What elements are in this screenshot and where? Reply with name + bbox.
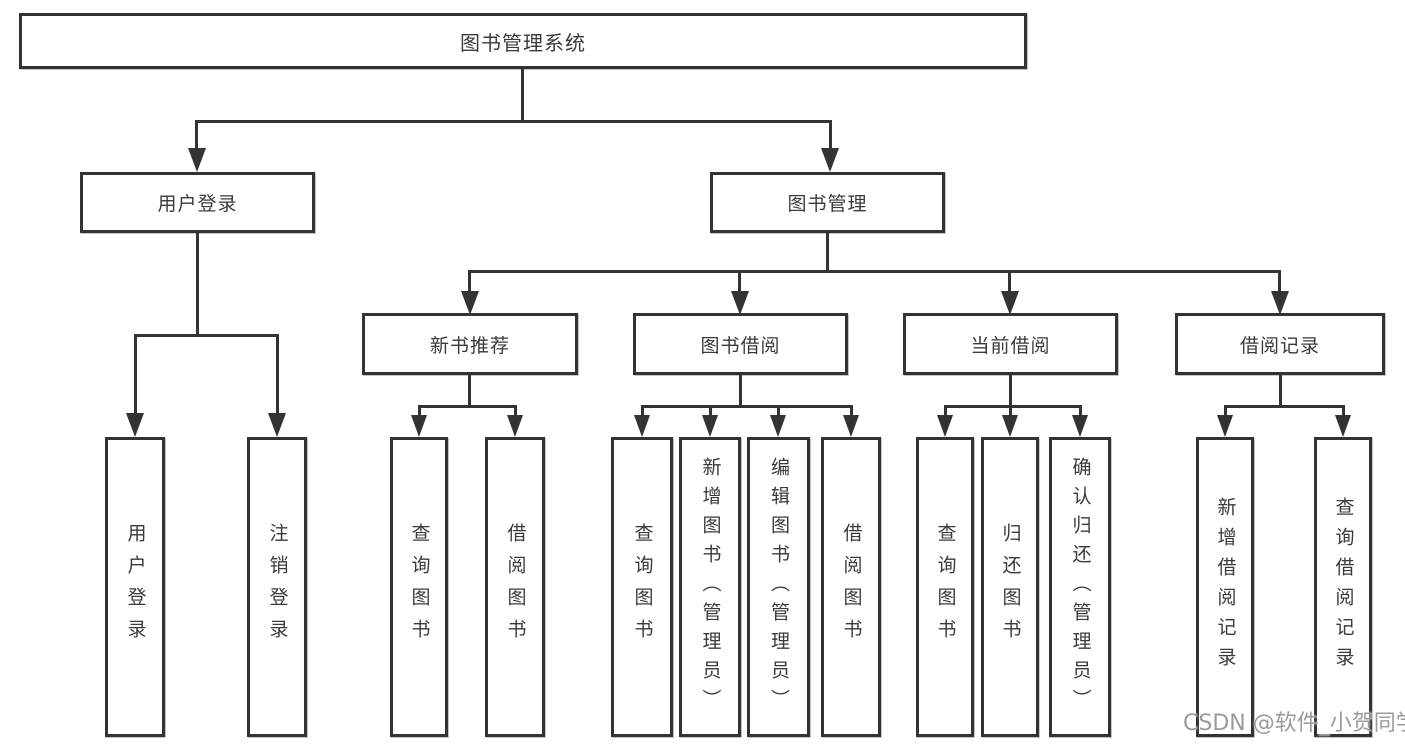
node-book-borrow: 图书借阅	[633, 313, 848, 375]
leaf-edit-books-admin-label: 编辑图书（管理员）	[768, 456, 790, 718]
arrowhead-icon	[1335, 415, 1351, 437]
node-borrow-records: 借阅记录	[1175, 313, 1385, 375]
leaf-add-borrow-record: 新增借阅记录	[1196, 437, 1254, 737]
node-borrow-records-label: 借阅记录	[1239, 334, 1320, 357]
node-book-mgmt: 图书管理	[710, 172, 945, 233]
csdn-watermark: CSDN @软件_小贺同学	[1183, 711, 1405, 736]
leaf-query-books-current-label: 查询图书	[934, 523, 957, 651]
node-new-book-rec: 新书推荐	[362, 313, 578, 375]
leaf-query-borrow-record: 查询借阅记录	[1314, 437, 1372, 737]
arrowhead-icon	[507, 415, 523, 437]
arrowhead-icon	[1072, 415, 1088, 437]
leaf-query-borrow-record-label: 查询借阅记录	[1332, 497, 1355, 677]
leaf-add-books-admin-label: 新增图书（管理员）	[699, 456, 722, 718]
arrowhead-icon	[126, 413, 144, 437]
arrowhead-icon	[1217, 415, 1233, 437]
leaf-query-books-rec: 查询图书	[390, 437, 448, 737]
leaf-borrow-books-rec-label: 借阅图书	[504, 523, 527, 651]
leaf-logout: 注销登录	[247, 437, 307, 737]
arrowhead-icon	[411, 415, 427, 437]
leaf-query-books-current: 查询图书	[916, 437, 974, 737]
arrowhead-icon	[1271, 291, 1289, 315]
leaf-user-login: 用户登录	[105, 437, 165, 737]
arrowhead-icon	[843, 415, 859, 437]
leaf-return-books-label: 归还图书	[999, 523, 1022, 651]
arrowhead-icon	[634, 415, 650, 437]
arrowhead-icon	[702, 415, 718, 437]
arrowhead-icon	[821, 148, 839, 172]
arrowhead-icon	[461, 291, 479, 315]
arrowhead-icon	[731, 291, 749, 315]
leaf-query-books-borrow-label: 查询图书	[631, 523, 654, 651]
leaf-logout-label: 注销登录	[266, 523, 289, 651]
leaf-borrow-books-label: 借阅图书	[840, 523, 863, 651]
leaf-query-books-rec-label: 查询图书	[408, 523, 431, 651]
leaf-confirm-return-admin-label: 确认归还（管理员）	[1069, 456, 1092, 718]
leaf-return-books: 归还图书	[981, 437, 1039, 737]
node-user-login: 用户登录	[80, 172, 315, 233]
leaf-user-login-label: 用户登录	[124, 523, 147, 651]
arrowhead-icon	[770, 415, 786, 437]
leaf-borrow-books-rec: 借阅图书	[485, 437, 545, 737]
node-root-label: 图书管理系统	[460, 30, 586, 55]
leaf-add-books-admin: 新增图书（管理员）	[679, 437, 741, 737]
arrowhead-icon	[268, 413, 286, 437]
arrowhead-icon	[937, 415, 953, 437]
node-user-login-label: 用户登录	[157, 193, 238, 215]
arrowhead-icon	[1002, 415, 1018, 437]
node-current-borrow-label: 当前借阅	[970, 334, 1051, 357]
node-current-borrow: 当前借阅	[903, 313, 1118, 375]
node-book-mgmt-label: 图书管理	[787, 193, 868, 215]
leaf-borrow-books: 借阅图书	[821, 437, 881, 737]
leaf-add-borrow-record-label: 新增借阅记录	[1214, 497, 1237, 677]
node-book-borrow-label: 图书借阅	[700, 334, 781, 357]
arrowhead-icon	[188, 148, 206, 172]
node-new-book-rec-label: 新书推荐	[429, 334, 510, 357]
leaf-edit-books-admin: 编辑图书（管理员）	[747, 437, 810, 737]
leaf-query-books-borrow: 查询图书	[611, 437, 673, 737]
node-root: 图书管理系统	[19, 13, 1027, 69]
leaf-confirm-return-admin: 确认归还（管理员）	[1049, 437, 1111, 737]
arrowhead-icon	[1001, 291, 1019, 315]
